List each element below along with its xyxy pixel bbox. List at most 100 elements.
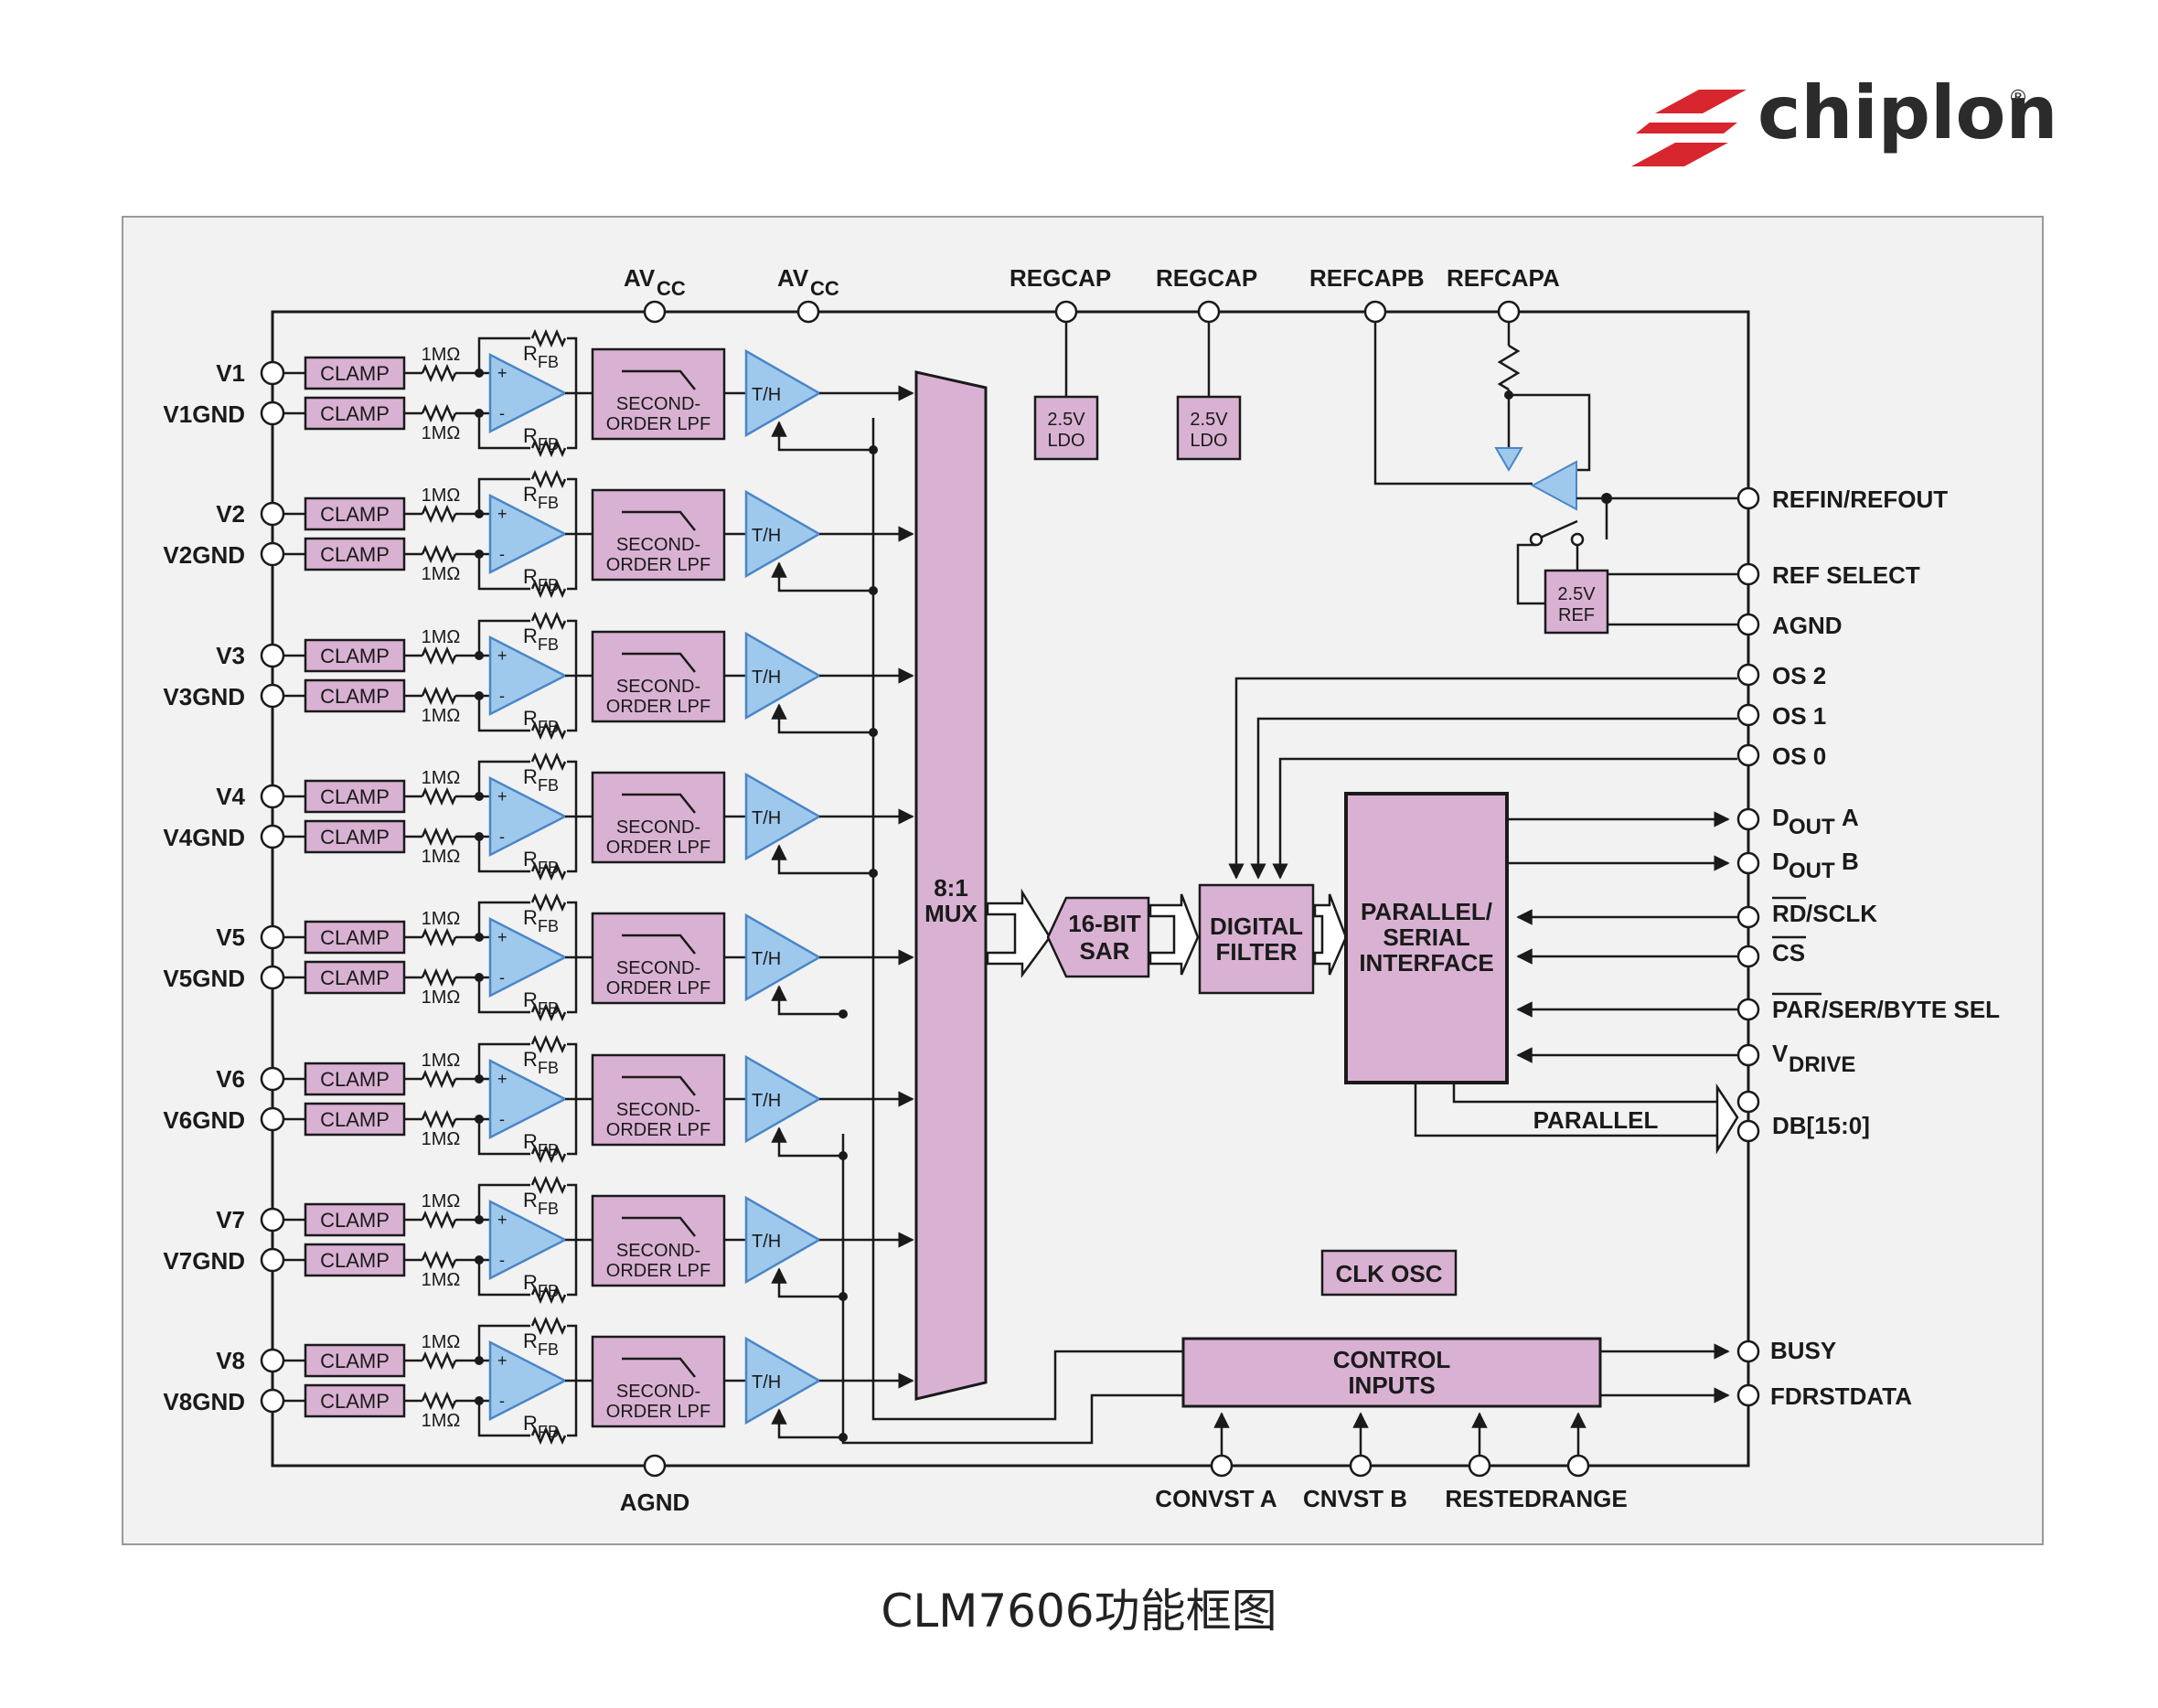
os1-pin[interactable] (1736, 703, 1760, 727)
par-rest: /SER/BYTE SEL (1821, 996, 2000, 1023)
sar-line2: SAR (1080, 937, 1130, 965)
refcapb-pin[interactable] (1363, 300, 1387, 324)
ldo1-line2: LDO (1047, 431, 1084, 451)
lpf-response-icon (622, 510, 696, 531)
os0-pin[interactable] (1736, 743, 1760, 767)
refcapa-pin[interactable] (1497, 300, 1521, 324)
rfb-r: R (523, 424, 538, 447)
rd-pin[interactable] (1736, 905, 1760, 929)
avcc2-sub: CC (810, 277, 839, 300)
rfb-sub: FB (538, 1340, 559, 1359)
opamp (488, 1199, 568, 1281)
lpf-line2: ORDER LPF (606, 697, 710, 717)
channel-gnd-pin[interactable] (260, 824, 285, 849)
regcap1-pin[interactable] (1054, 300, 1078, 324)
restedrange-pin-2[interactable] (1566, 1454, 1590, 1478)
channel-gnd-pin[interactable] (260, 965, 285, 990)
avcc2-pin[interactable] (796, 300, 820, 324)
rd-rest: /SCLK (1806, 900, 1877, 927)
restedrange-pin[interactable] (1468, 1454, 1491, 1478)
channel-gnd-pin[interactable] (260, 1106, 285, 1132)
avcc2-label: AV (777, 264, 809, 292)
th-label: T/H (752, 1232, 781, 1252)
channel-input-pin[interactable] (260, 643, 285, 668)
db-pin-top[interactable] (1736, 1090, 1760, 1114)
rfb-r: R (523, 1189, 538, 1212)
lpf-block (591, 1194, 726, 1287)
rfb-sub: FB (538, 718, 559, 736)
os2-pin[interactable] (1736, 663, 1760, 687)
avcc1-sub: CC (657, 277, 686, 300)
track-hold (744, 489, 822, 579)
channel-input-label: V6 (216, 1065, 245, 1093)
busy-label: BUSY (1770, 1337, 1836, 1364)
avcc1-pin[interactable] (643, 300, 667, 324)
os-lines (1228, 677, 1737, 880)
channel-input-pin[interactable] (260, 1348, 285, 1373)
channel-gnd-pin[interactable] (260, 683, 285, 709)
lpf-line2: ORDER LPF (606, 1120, 710, 1140)
track-hold (744, 1336, 822, 1425)
rfb-r: R (523, 1412, 538, 1435)
resistor-label: 1MΩ (422, 909, 461, 929)
channel-gnd-label: V5GND (163, 965, 245, 992)
fdrstdata-pin[interactable] (1736, 1383, 1760, 1407)
channel-input-pin[interactable] (260, 501, 285, 527)
busy-pin[interactable] (1736, 1340, 1760, 1363)
rfb-sub: FB (538, 353, 559, 371)
channel-input-pin[interactable] (260, 784, 285, 809)
cnvst-b-pin[interactable] (1349, 1454, 1373, 1478)
channel-input-pin[interactable] (260, 1066, 285, 1092)
refin-pin[interactable] (1736, 486, 1760, 510)
agnd-right-pin[interactable] (1736, 613, 1760, 636)
cs-pin[interactable] (1736, 945, 1760, 968)
ldo2-line1: 2.5V (1190, 410, 1228, 430)
channel-gnd-label: V8GND (163, 1388, 245, 1415)
rfb-r: R (523, 1048, 538, 1071)
avcc1-label: AV (624, 264, 656, 292)
channel-gnd-label: V2GND (163, 541, 245, 569)
rfb-sub: FB (538, 1141, 559, 1159)
right-pins: REFIN/REFOUT REF SELECT AGND OS 2 OS 1 O… (1736, 486, 2000, 1410)
agnd-bottom-pin[interactable] (643, 1454, 667, 1478)
clamp-block (304, 1202, 406, 1237)
rfb-r: R (523, 624, 538, 647)
lpf-line1: SECOND- (616, 677, 700, 697)
reference-section (1373, 322, 1737, 635)
channel-gnd-pin[interactable] (260, 1388, 285, 1414)
par-pin[interactable] (1736, 998, 1760, 1021)
ref-select-pin[interactable] (1736, 562, 1760, 586)
lpf-line2: ORDER LPF (606, 838, 710, 858)
db-pin-bottom[interactable] (1736, 1119, 1760, 1143)
channel-input-pin[interactable] (260, 360, 285, 386)
rfb-r: R (523, 1271, 538, 1294)
channel-input-pin[interactable] (260, 1207, 285, 1233)
lpf-line1: SECOND- (616, 817, 700, 838)
douta-suffix: A (1842, 804, 1859, 831)
resistor-label: 1MΩ (422, 768, 461, 788)
channel-gnd-pin[interactable] (260, 400, 285, 426)
vdrive-pin[interactable] (1736, 1043, 1760, 1067)
channel-gnd-pin[interactable] (260, 1247, 285, 1273)
digital-filter-block (1198, 883, 1315, 995)
convst-a-pin[interactable] (1210, 1454, 1234, 1478)
doutb-pin[interactable] (1736, 851, 1760, 875)
th-label: T/H (752, 1091, 781, 1111)
rfb-r: R (523, 483, 538, 506)
rd-label: RD (1772, 900, 1807, 927)
regcap2-pin[interactable] (1197, 300, 1221, 324)
clamp-block (304, 356, 406, 390)
ref-line1: 2.5V (1557, 584, 1596, 604)
clamp-label: CLAMP (320, 826, 390, 849)
clk-osc-label: CLK OSC (1336, 1260, 1443, 1287)
track-hold (744, 913, 822, 1002)
douta-pin[interactable] (1736, 807, 1760, 831)
channel-input-pin[interactable] (260, 924, 285, 950)
lpf-response-icon (622, 1357, 696, 1378)
douta-sub: OUT (1789, 815, 1835, 839)
th-label: T/H (752, 808, 781, 828)
channel-gnd-pin[interactable] (260, 541, 285, 567)
rfb-r: R (523, 1130, 538, 1153)
